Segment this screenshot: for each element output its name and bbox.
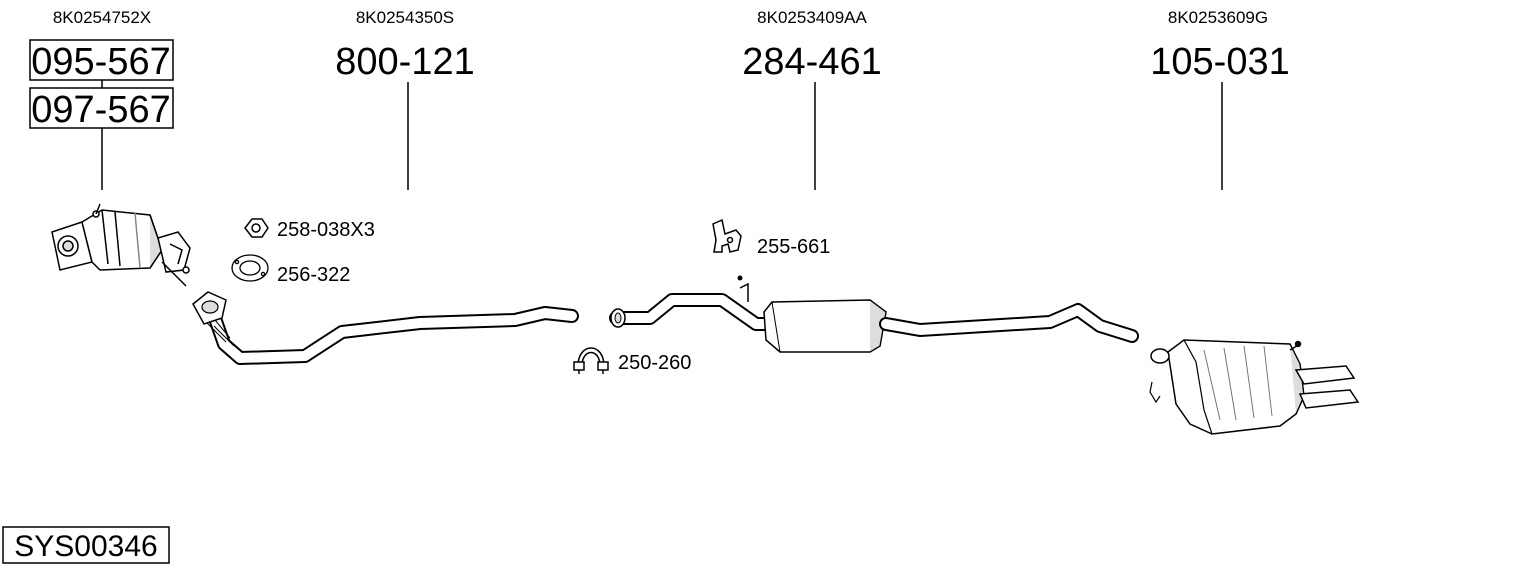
system-code: SYS00346 — [14, 530, 157, 563]
hanger-icon — [712, 218, 742, 253]
accessory-clamp-label[interactable]: 250-260 — [618, 352, 691, 374]
middle-silencer-drawing — [609, 275, 1139, 353]
catalytic-converter-drawing — [51, 203, 191, 287]
accessory-gasket-label[interactable]: 256-322 — [277, 264, 350, 286]
system-code-box — [2, 526, 170, 564]
part-number-1a[interactable]: 095-567 — [31, 41, 170, 83]
accessory-hanger-label[interactable]: 255-661 — [757, 236, 830, 258]
part-box-1a — [29, 39, 174, 81]
accessory-nut-label[interactable]: 258-038X3 — [277, 219, 375, 241]
front-pipe-drawing — [192, 291, 579, 365]
part-number-3[interactable]: 284-461 — [742, 41, 881, 83]
rear-silencer-drawing — [1149, 339, 1360, 435]
clamp-icon — [573, 347, 609, 374]
oem-number-2: 8K0254350S — [356, 8, 454, 27]
oem-number-3: 8K0253409AA — [757, 8, 867, 27]
part-number-4[interactable]: 105-031 — [1150, 41, 1289, 83]
part-number-2[interactable]: 800-121 — [335, 41, 474, 83]
gasket-icon — [231, 254, 269, 282]
part-box-1b — [29, 87, 174, 129]
oem-number-1: 8K0254752X — [53, 8, 151, 27]
oem-number-4: 8K0253609G — [1168, 8, 1268, 27]
nut-icon — [244, 218, 269, 238]
part-number-1b[interactable]: 097-567 — [31, 89, 170, 131]
